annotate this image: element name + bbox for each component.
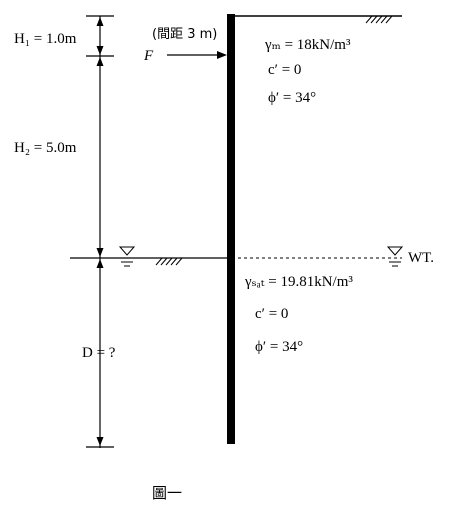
h1-label: H₁ = 1.0m (14, 31, 77, 47)
force-arrow (167, 51, 227, 59)
ground-hatch-dredge (155, 257, 183, 266)
lower-unit-weight: γₛₐₜ = 19.81kN/m³ (244, 274, 353, 290)
lower-cohesion: c′ = 0 (255, 306, 288, 322)
h2-label: H₂ = 5.0m (14, 140, 77, 156)
dimension-line (86, 15, 114, 448)
dimension-arrows (96, 17, 104, 446)
figure-caption: 圖一 (152, 484, 182, 502)
upper-cohesion: c′ = 0 (268, 62, 301, 78)
force-label: F (143, 48, 154, 64)
ground-hatch-top (365, 15, 393, 24)
sheet-pile-wall (227, 14, 235, 444)
force-spacing-note: (間距 3 m) (152, 27, 217, 42)
upper-friction-angle: ϕ′ = 34° (268, 90, 316, 106)
lower-friction-angle: ϕ′ = 34° (255, 339, 303, 355)
water-table-label: WT. (408, 250, 434, 266)
water-table-symbol-left (118, 246, 136, 267)
depth-label: D = ? (82, 345, 116, 361)
water-table-symbol-right (386, 246, 404, 267)
upper-unit-weight: γₘ = 18kN/m³ (264, 37, 351, 53)
